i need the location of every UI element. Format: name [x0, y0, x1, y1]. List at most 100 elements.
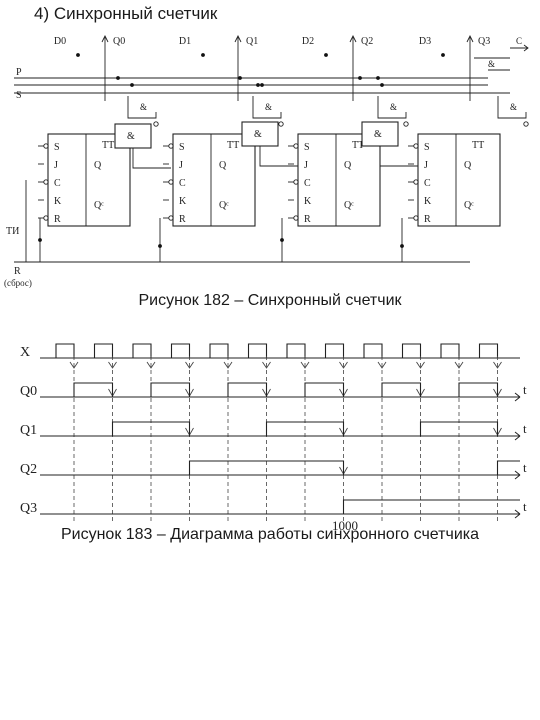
and-gate-0 [114, 123, 152, 149]
flipflop-0-pin-C: C [54, 178, 61, 189]
flipflop-3-pin-C: C [424, 178, 431, 189]
timing-wave-Q1 [40, 421, 520, 437]
flipflop-title-0: TT [102, 140, 114, 151]
timing-clock-arrow-9 [416, 361, 425, 369]
data-input-label-3: D3 [419, 36, 431, 47]
data-input-dot-2 [324, 53, 328, 57]
section-heading: 4) Синхронный счетчик [34, 4, 218, 23]
reset-junction-1 [158, 244, 162, 248]
data-input-dot-3 [441, 53, 445, 57]
load-gate-label-2: & [390, 102, 397, 112]
timing-clock-arrow-0 [69, 361, 79, 369]
flipflop-0-pin-J: J [54, 160, 58, 171]
clock-label: ТИ [6, 226, 19, 237]
flipflop-2-pin-J: J [304, 160, 308, 171]
flipflop-0-pin-R: R [54, 214, 61, 225]
and-gate-1 [241, 121, 279, 147]
flipflop-3-pin-R: R [424, 214, 431, 225]
flipflop-title-1: TT [227, 140, 239, 151]
data-input-label-2: D2 [302, 36, 314, 47]
timing-t-arrow-b-Q2 [514, 474, 521, 480]
flipflop-3-pin-K: K [424, 196, 432, 207]
timing-t-arrow-a-Q0 [514, 392, 521, 398]
reset-junction-0 [38, 238, 42, 242]
and-gate-label-0: & [127, 131, 135, 142]
load-gate-bubble-2 [403, 121, 409, 127]
flipflop-2-q: Q [344, 160, 352, 171]
timing-signal-label-Q2: Q2 [20, 462, 37, 477]
reset-junction-3 [400, 244, 404, 248]
timing-clock-arrow-10 [454, 361, 464, 369]
load-gate-bubble-3 [523, 121, 529, 127]
output-label-2: Q2 [361, 36, 373, 47]
output-arrow-1 [234, 34, 242, 43]
and-gate-out-2 [379, 146, 418, 167]
flipflop-1-pin-J: J [179, 160, 183, 171]
timing-t-label-Q1: t [523, 421, 527, 436]
reset-junction-2 [280, 238, 284, 242]
flipflop-3 [417, 133, 501, 227]
timing-t-label-Q2: t [523, 460, 527, 475]
output-arrow-0 [101, 34, 109, 43]
bus-p2-junction-2 [260, 83, 264, 87]
carry-output-label: C [516, 36, 522, 46]
timing-clock-arrow-5 [262, 361, 271, 369]
bus-p-label: P [16, 67, 22, 78]
flipflop-0 [47, 133, 131, 227]
load-gate-label-1: & [265, 102, 272, 112]
load-gate-wire-2 [377, 96, 407, 119]
bus-p-junction-2 [358, 76, 362, 80]
timing-signal-label-X: X [20, 345, 30, 360]
timing-clock-arrow-7 [339, 361, 348, 369]
timing-signal-label-Q1: Q1 [20, 423, 37, 438]
flipflop-1-pin-S: S [179, 142, 185, 153]
flipflop-3-pin-J: J [424, 160, 428, 171]
timing-t-arrow-a-Q2 [514, 470, 521, 476]
load-gate-wire-0 [127, 96, 157, 119]
reset-note: (сброс) [4, 278, 32, 288]
flipflop-3-q: Q [464, 160, 472, 171]
load-gate-bubble-1 [278, 121, 284, 127]
flipflop-1-q: Q [219, 160, 227, 171]
timing-end-value: 1000 [332, 518, 358, 533]
timing-wave-Q2 [40, 460, 520, 476]
load-gate-label-3: & [510, 102, 517, 112]
output-label-0: Q0 [113, 36, 125, 47]
flipflop-1-pin-C: C [179, 178, 186, 189]
bus-s-label: S [16, 90, 22, 101]
and-gate-label-2: & [374, 129, 382, 140]
data-input-label-1: D1 [179, 36, 191, 47]
and-gate-out-1 [259, 146, 298, 167]
flipflop-0-pin-K: K [54, 196, 62, 207]
flipflop-2-qn: Qᶜ [344, 200, 354, 211]
flipflop-2-pin-C: C [304, 178, 311, 189]
timing-t-label-Q3: t [523, 499, 527, 514]
timing-t-arrow-b-Q3 [514, 513, 521, 519]
bus-p2-junction-1 [256, 83, 260, 87]
timing-t-arrow-b-Q1 [514, 435, 521, 441]
timing-clock-arrow-2 [146, 361, 156, 369]
flipflop-0-pin-S: S [54, 142, 60, 153]
flipflop-1-qn: Qᶜ [219, 200, 229, 211]
output-arrow-2 [349, 34, 357, 43]
timing-wave-X [40, 343, 520, 359]
load-gate-wire-1 [252, 96, 282, 119]
flipflop-1 [172, 133, 256, 227]
figure-caption-1: Рисунок 182 – Синхронный счетчик [138, 292, 402, 309]
load-gate-wire-3 [497, 96, 527, 119]
flipflop-0-qn: Qᶜ [94, 200, 104, 211]
flipflop-1-pin-K: K [179, 196, 187, 207]
and-gate-out-0 [132, 148, 171, 169]
bus-p-junction-0 [116, 76, 120, 80]
and-gate-label-1: & [254, 129, 262, 140]
figure-caption-2: Рисунок 183 – Диаграмма работы синхронно… [60, 526, 480, 543]
timing-t-arrow-a-Q3 [514, 509, 521, 515]
reset-label: R [14, 266, 21, 277]
flipflop-title-3: TT [472, 140, 484, 151]
flipflop-0-q: Q [94, 160, 102, 171]
output-label-3: Q3 [478, 36, 490, 47]
timing-t-label-Q0: t [523, 382, 527, 397]
timing-wave-Q0 [40, 382, 520, 398]
timing-clock-arrow-1 [108, 361, 117, 369]
